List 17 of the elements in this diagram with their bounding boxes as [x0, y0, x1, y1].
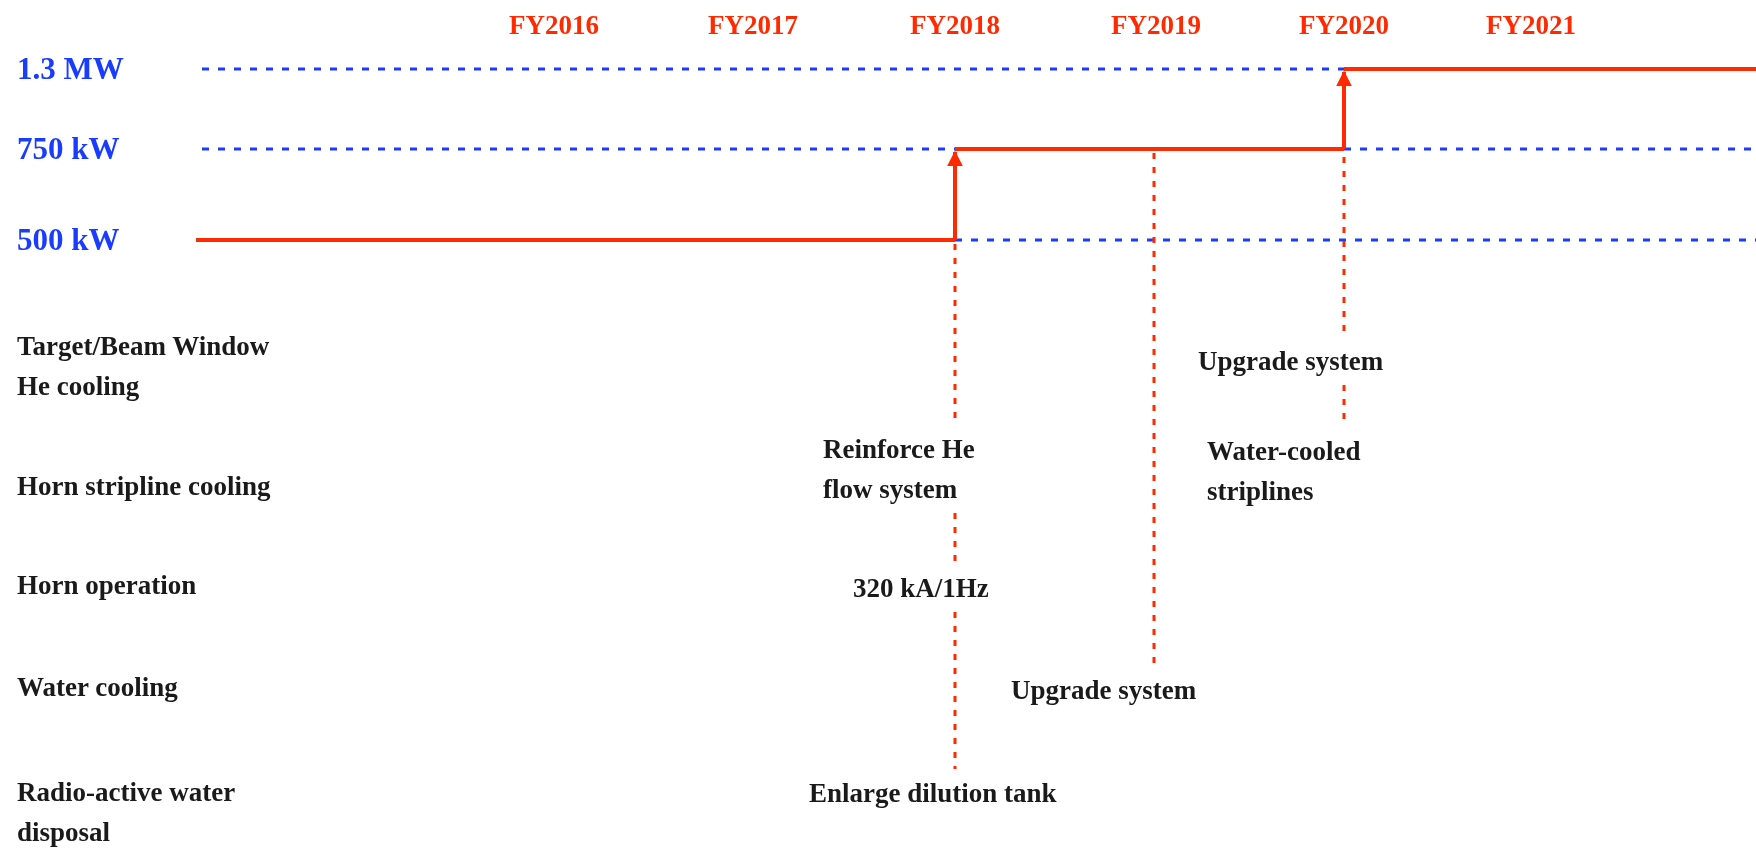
power-level-label: 1.3 MW — [17, 51, 124, 87]
leader-line — [1152, 153, 1156, 666]
row-label: Water cooling — [17, 671, 178, 704]
row-label: Target/Beam Window He cooling — [17, 330, 271, 403]
row-label: Radio-active water disposal — [17, 776, 236, 849]
year-label: FY2019 — [1111, 9, 1201, 41]
year-label: FY2018 — [910, 9, 1000, 41]
power-level-label: 750 kW — [17, 131, 120, 167]
year-label: FY2020 — [1299, 9, 1389, 41]
row-label: Horn operation — [17, 569, 197, 602]
year-label: FY2017 — [708, 9, 798, 41]
leader-line — [953, 513, 957, 564]
year-label: FY2021 — [1486, 9, 1576, 41]
power-level-label: 500 kW — [17, 222, 120, 258]
year-label: FY2016 — [509, 9, 599, 41]
row-label: Horn stripline cooling — [17, 470, 271, 503]
leader-line — [953, 612, 957, 769]
